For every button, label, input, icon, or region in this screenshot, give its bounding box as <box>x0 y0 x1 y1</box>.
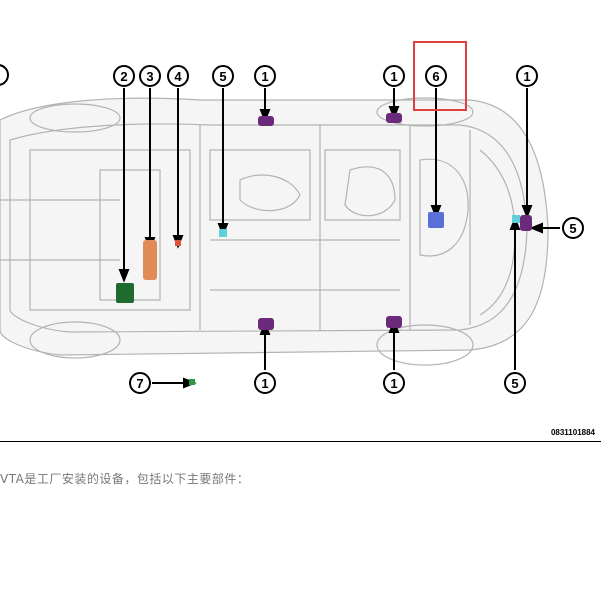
callout-1-roof-rear: 1 <box>390 69 397 84</box>
module-cyan-rear <box>512 215 520 223</box>
module-purple-floor-rear <box>386 316 402 328</box>
callout-7: 7 <box>136 376 143 391</box>
callout-3: 3 <box>146 69 153 84</box>
callout-5-bottom: 5 <box>511 376 518 391</box>
module-purple-floor-front <box>258 318 274 330</box>
callout-1-floor-rear: 1 <box>390 376 397 391</box>
components <box>116 113 532 385</box>
module-cyan-cabin <box>219 229 227 237</box>
module-blue <box>428 212 444 228</box>
module-red <box>175 240 181 246</box>
callout-6: 6 <box>432 69 439 84</box>
module-green <box>116 283 134 303</box>
callout-labels: 2 3 4 5 1 1 6 1 5 1 1 5 7 <box>120 69 576 391</box>
callout-4: 4 <box>174 69 182 84</box>
module-purple-roof-rear <box>386 113 402 123</box>
vehicle-diagram-svg: 2 3 4 5 1 1 6 1 5 1 1 5 7 <box>0 64 584 394</box>
module-purple-liftgate <box>520 215 532 231</box>
module-orange <box>143 240 157 280</box>
caption-text: VTA是工厂安装的设备，包括以下主要部件： <box>0 472 250 486</box>
highlight-box <box>413 41 467 111</box>
callout-5-right: 5 <box>569 221 576 236</box>
vehicle-outline <box>0 97 549 366</box>
module-green-small <box>189 379 195 385</box>
callouts <box>0 64 584 394</box>
callout-5-top: 5 <box>219 69 226 84</box>
callout-1-floor-front: 1 <box>261 376 268 391</box>
callout-1-rear-top: 1 <box>523 69 530 84</box>
callout-1-roof-front: 1 <box>261 69 268 84</box>
module-purple-roof-front <box>258 116 274 126</box>
figure-id-label: 0831101884 <box>550 428 595 437</box>
vehicle-diagram: 2 3 4 5 1 1 6 1 5 1 1 5 7 0831101884 <box>0 41 601 442</box>
callout-2: 2 <box>120 69 127 84</box>
